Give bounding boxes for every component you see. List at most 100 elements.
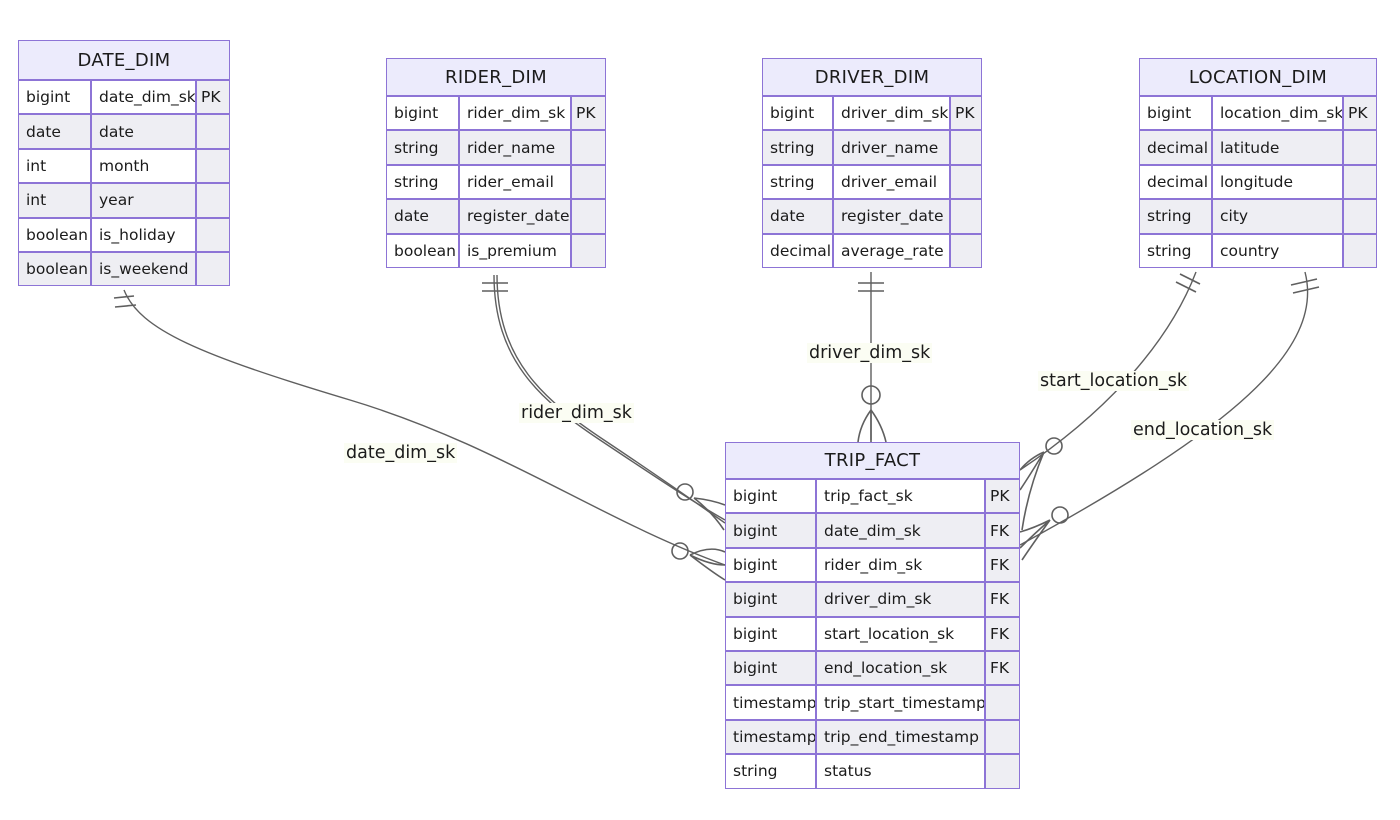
- column-type: int: [18, 148, 91, 184]
- column-key: PK: [571, 96, 606, 131]
- column-key: [950, 233, 982, 268]
- column-type: string: [725, 754, 816, 789]
- column-name: trip_start_timestamp: [816, 685, 985, 720]
- column-type: bigint: [386, 96, 459, 131]
- column-type: timestamp: [725, 685, 816, 720]
- table-title: DRIVER_DIM: [762, 58, 982, 96]
- column-name: rider_name: [459, 130, 571, 165]
- column-name: average_rate: [833, 233, 950, 268]
- column-type: string: [386, 130, 459, 165]
- column-name: is_premium: [459, 233, 571, 268]
- edge-rider-dim-many-mark: [693, 497, 726, 531]
- column-name: start_location_sk: [816, 616, 985, 651]
- column-key: [1343, 233, 1377, 268]
- column-key: [196, 252, 230, 287]
- column-key: FK: [985, 616, 1020, 651]
- column-type: timestamp: [725, 719, 816, 755]
- column-name: rider_email: [459, 164, 571, 200]
- relationship-label-driver-dim-sk: driver_dim_sk: [807, 343, 933, 363]
- edge-date-dim: [123, 289, 726, 566]
- column-key: [985, 719, 1020, 755]
- column-name: driver_email: [833, 164, 950, 200]
- column-name: rider_dim_sk: [816, 547, 985, 583]
- column-key: [571, 130, 606, 165]
- column-name: trip_end_timestamp: [816, 719, 985, 755]
- table-title: DATE_DIM: [18, 40, 230, 80]
- column-key: PK: [1343, 96, 1377, 131]
- column-type: bigint: [725, 513, 816, 548]
- edge-driver-dim-optional-mark: [861, 385, 881, 405]
- column-key: [571, 233, 606, 268]
- column-name: trip_fact_sk: [816, 479, 985, 514]
- edge-driver-dim-many-mark: [857, 409, 887, 443]
- relationship-label-rider-dim-sk: rider_dim_sk: [519, 403, 634, 423]
- edge-date-dim-many-mark: [689, 548, 726, 581]
- column-key: [950, 199, 982, 234]
- column-key: [571, 199, 606, 234]
- column-type: boolean: [18, 217, 91, 252]
- column-type: bigint: [725, 479, 816, 514]
- relationship-label-start-location-sk: start_location_sk: [1038, 371, 1189, 391]
- column-name: country: [1212, 233, 1343, 268]
- column-type: decimal: [1139, 130, 1212, 165]
- edge-start-location-many-mark: [1019, 451, 1045, 531]
- column-key: [985, 754, 1020, 789]
- column-name: driver_name: [833, 130, 950, 165]
- column-name: is_weekend: [91, 252, 196, 287]
- column-type: string: [1139, 233, 1212, 268]
- column-key: [985, 685, 1020, 720]
- column-type: bigint: [725, 582, 816, 617]
- column-name: end_location_sk: [816, 651, 985, 686]
- column-type: bigint: [725, 547, 816, 583]
- column-name: is_holiday: [91, 217, 196, 252]
- column-type: bigint: [725, 651, 816, 686]
- column-name: latitude: [1212, 130, 1343, 165]
- column-key: [196, 183, 230, 218]
- column-key: [1343, 130, 1377, 165]
- column-key: FK: [985, 582, 1020, 617]
- column-key: [196, 217, 230, 252]
- edge-date-dim-one-mark: [113, 295, 137, 308]
- table-title: RIDER_DIM: [386, 58, 606, 96]
- column-type: int: [18, 183, 91, 218]
- column-key: PK: [985, 479, 1020, 514]
- column-name: month: [91, 148, 196, 184]
- column-key: [950, 164, 982, 200]
- edge-end-location-one-mark: [1290, 278, 1320, 294]
- edge-date-dim-optional-mark: [671, 542, 689, 560]
- column-type: date: [386, 199, 459, 234]
- column-type: bigint: [18, 80, 91, 115]
- table-title: TRIP_FACT: [725, 442, 1020, 479]
- edge-start-location-one-mark: [1175, 273, 1201, 293]
- column-key: FK: [985, 547, 1020, 583]
- column-type: boolean: [18, 252, 91, 287]
- column-name: register_date: [459, 199, 571, 234]
- column-name: longitude: [1212, 164, 1343, 200]
- edge-end-location-optional-mark: [1051, 506, 1069, 524]
